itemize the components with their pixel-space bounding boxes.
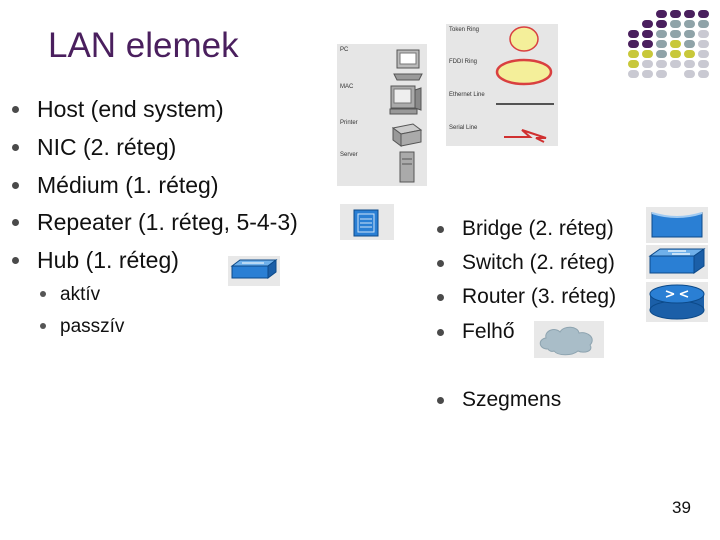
- decorative-dot: [670, 30, 681, 38]
- decorative-dot: [684, 40, 695, 48]
- decorative-dot-grid: [0, 0, 720, 80]
- serial-line-icon: [504, 129, 547, 143]
- decorative-dot: [684, 10, 695, 18]
- bullet-icon: [437, 294, 444, 301]
- bridge-icon: [646, 207, 708, 243]
- printer-icon: [391, 123, 423, 147]
- token-ring-icon: [509, 26, 539, 52]
- media-legend: Token Ring FDDI Ring Ethernet Line Seria…: [446, 24, 558, 146]
- decorative-dot: [628, 30, 639, 38]
- list-item-label: Host (end system): [37, 96, 224, 122]
- legend-label-pc: PC: [340, 47, 349, 53]
- decorative-dot: [656, 70, 667, 78]
- decorative-dot: [698, 70, 709, 78]
- left-bullet-list: Host (end system) NIC (2. réteg) Médium …: [12, 98, 342, 288]
- sub-list-item-label: aktív: [60, 284, 101, 305]
- list-item-label: Felhő: [462, 320, 515, 343]
- cloud-icon: [534, 321, 604, 358]
- hub-icon: [228, 256, 280, 286]
- decorative-dot: [670, 20, 681, 28]
- legend-label-printer: Printer: [340, 120, 358, 126]
- decorative-dot: [656, 20, 667, 28]
- bullet-icon: [12, 144, 19, 151]
- decorative-dot: [628, 60, 639, 68]
- bullet-icon: [437, 329, 444, 336]
- repeater-icon: [340, 204, 394, 240]
- list-item-label: Repeater (1. réteg, 5-4-3): [37, 209, 298, 235]
- decorative-dot: [684, 60, 695, 68]
- decorative-dot: [656, 50, 667, 58]
- legend-label-serial-line: Serial Line: [449, 125, 478, 131]
- decorative-dot: [670, 10, 681, 18]
- bullet-icon: [12, 219, 19, 226]
- page-number: 39: [672, 498, 691, 517]
- switch-icon: [646, 245, 708, 279]
- router-icon: [646, 282, 708, 322]
- list-item-label: Router (3. réteg): [462, 285, 617, 308]
- decorative-dot: [670, 40, 681, 48]
- bullet-icon: [40, 291, 46, 297]
- decorative-dot: [642, 50, 653, 58]
- sub-list-item-label: passzív: [60, 316, 125, 337]
- mac-icon: [389, 85, 422, 115]
- legend-label-mac: MAC: [340, 84, 354, 90]
- bullet-icon: [437, 397, 444, 404]
- decorative-dot: [628, 40, 639, 48]
- decorative-dot: [670, 60, 681, 68]
- decorative-dot: [642, 20, 653, 28]
- decorative-dot: [642, 70, 653, 78]
- decorative-dot: [656, 40, 667, 48]
- slide-title: LAN elemek: [48, 26, 239, 65]
- bullet-icon: [437, 226, 444, 233]
- fddi-ring-icon: [495, 58, 553, 86]
- decorative-dot: [656, 60, 667, 68]
- pc-icon: [393, 49, 423, 81]
- list-item-label: Médium (1. réteg): [37, 172, 219, 198]
- bullet-icon: [12, 257, 19, 264]
- decorative-dot: [642, 30, 653, 38]
- decorative-dot: [698, 30, 709, 38]
- bullet-icon: [12, 182, 19, 189]
- decorative-dot: [684, 70, 695, 78]
- list-item-label: Bridge (2. réteg): [462, 217, 614, 240]
- decorative-dot: [628, 50, 639, 58]
- bullet-icon: [12, 106, 19, 113]
- decorative-dot: [684, 30, 695, 38]
- decorative-dot: [670, 50, 681, 58]
- media-symbols: [495, 26, 554, 143]
- list-item-label: Switch (2. réteg): [462, 251, 615, 274]
- decorative-dot: [698, 40, 709, 48]
- legend-label-server: Server: [340, 152, 358, 158]
- decorative-dot: [698, 60, 709, 68]
- decorative-dot: [628, 70, 639, 78]
- decorative-dot: [698, 50, 709, 58]
- legend-label-ethernet-line: Ethernet Line: [449, 92, 485, 98]
- list-item-label: Hub (1. réteg): [37, 247, 179, 273]
- list-item-label: Szegmens: [462, 388, 562, 411]
- legend-label-token-ring: Token Ring: [449, 27, 480, 33]
- server-icon: [399, 151, 415, 183]
- decorative-dot: [698, 10, 709, 18]
- decorative-dot: [656, 30, 667, 38]
- list-item-label: NIC (2. réteg): [37, 134, 177, 160]
- right-bullet-list: Bridge (2. réteg) Switch (2. réteg) Rout…: [437, 218, 647, 418]
- decorative-dot: [642, 60, 653, 68]
- device-legend: PC MAC Printer Server: [337, 44, 427, 186]
- decorative-dot: [656, 10, 667, 18]
- bullet-icon: [437, 260, 444, 267]
- decorative-dot: [684, 20, 695, 28]
- legend-label-fddi-ring: FDDI Ring: [449, 59, 478, 65]
- decorative-dot: [684, 50, 695, 58]
- decorative-dot: [698, 20, 709, 28]
- decorative-dot: [642, 40, 653, 48]
- bullet-icon: [40, 323, 46, 329]
